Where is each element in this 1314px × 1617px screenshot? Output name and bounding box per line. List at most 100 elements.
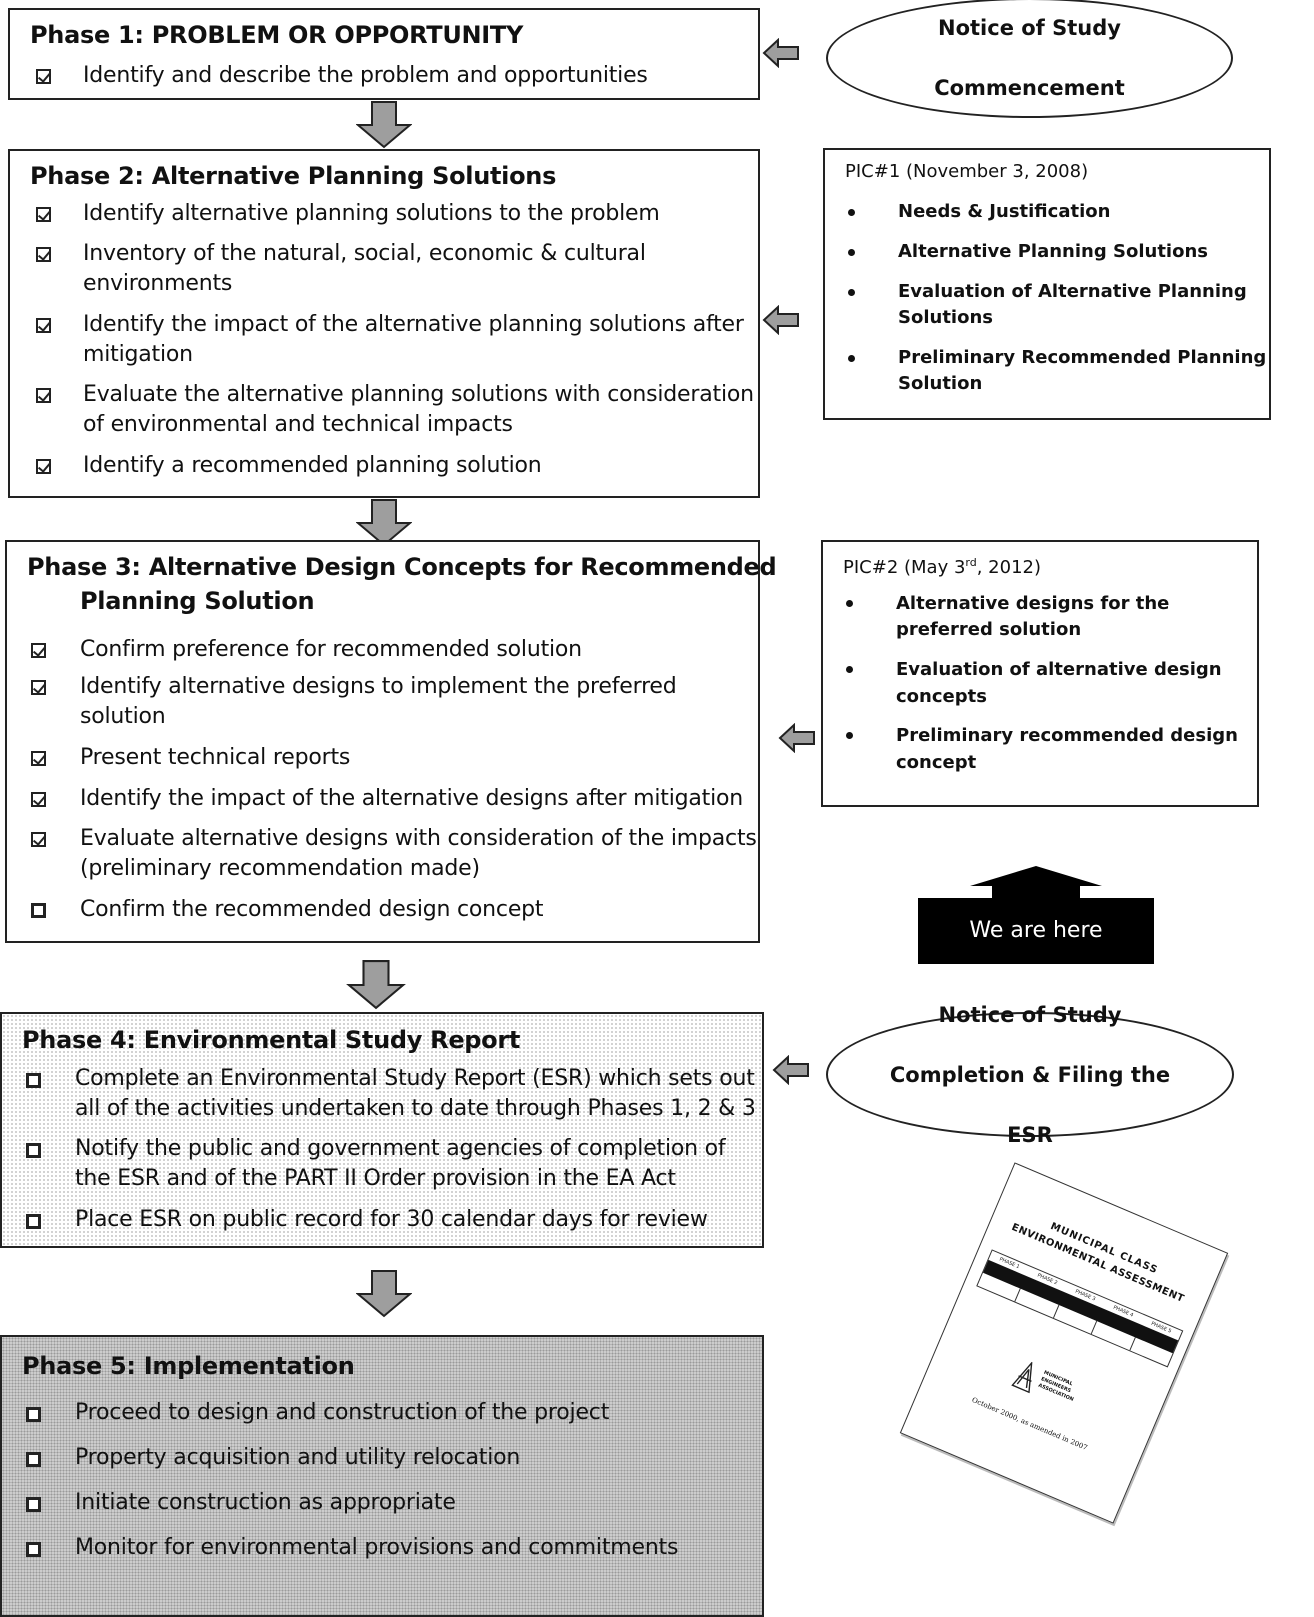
- pic-2-item: Preliminary recommended design: [896, 725, 1238, 746]
- phase-1-title: Phase 1: PROBLEM OR OPPORTUNITY: [30, 21, 524, 49]
- pic-2-item-cont: concept: [896, 752, 977, 773]
- phase-4-item-cont: all of the activities undertaken to date…: [75, 1096, 756, 1121]
- pic-1-title: PIC#1 (November 3, 2008): [845, 161, 1089, 182]
- phase-3-box: Phase 3: Alternative Design Concepts for…: [5, 540, 777, 943]
- checkbox-checked: [36, 207, 51, 222]
- notice-completion-line3: ESR: [1007, 1122, 1053, 1147]
- checkbox-unchecked: [26, 1143, 41, 1158]
- phase-4-title: Phase 4: Environmental Study Report: [22, 1026, 521, 1054]
- we-are-here-marker: We are here: [918, 866, 1154, 964]
- checkbox-checked: [31, 832, 46, 847]
- phase-4-item: Place ESR on public record for 30 calend…: [75, 1207, 708, 1232]
- phase-2-item: Identify a recommended planning solution: [83, 453, 542, 478]
- phase-2-item-cont: environments: [83, 271, 233, 296]
- phase-3-item: Identify the impact of the alternative d…: [80, 786, 744, 811]
- checkbox-checked: [36, 247, 51, 262]
- mea-logo-icon: [1011, 1360, 1033, 1394]
- bullet-icon: [848, 289, 855, 296]
- pic-2-item: Evaluation of alternative design: [896, 659, 1222, 680]
- checkbox-unchecked: [31, 903, 46, 918]
- notice-commencement-ellipse: Notice of Study Commencement: [826, 0, 1233, 118]
- phase-5-box: Phase 5: Implementation Proceed to desig…: [0, 1335, 764, 1617]
- phase-3-item: Present technical reports: [80, 745, 351, 770]
- pic-2-box: PIC#2 (May 3rd, 2012) Alternative design…: [821, 540, 1259, 807]
- notice-commencement-line1: Notice of Study: [938, 16, 1121, 40]
- pic-1-item: Evaluation of Alternative Planning: [898, 281, 1247, 302]
- phase-5-item: Property acquisition and utility relocat…: [75, 1445, 521, 1470]
- phase-3-item: Confirm the recommended design concept: [80, 897, 544, 922]
- pic-2-item-cont: concepts: [896, 686, 987, 707]
- class-ea-document-cover-image: MUNICIPAL CLASS ENVIRONMENTAL ASSESSMENT…: [899, 1162, 1229, 1524]
- phase-1-box: Phase 1: PROBLEM OR OPPORTUNITY Identify…: [8, 8, 760, 100]
- pic-1-item-cont: Solutions: [898, 307, 993, 328]
- phase-5-item: Initiate construction as appropriate: [75, 1490, 456, 1515]
- phase-5-item: Proceed to design and construction of th…: [75, 1400, 610, 1425]
- pic-2-item: Alternative designs for the: [896, 593, 1170, 614]
- checkbox-checked: [31, 751, 46, 766]
- bullet-icon: [846, 666, 853, 673]
- pic-2-title-sup: rd: [965, 556, 977, 569]
- phase-3-item-cont: (preliminary recommendation made): [80, 856, 480, 881]
- left-arrow-icon: [762, 305, 799, 335]
- phase-2-item: Evaluate the alternative planning soluti…: [83, 382, 754, 407]
- down-arrow-icon: [346, 960, 406, 1010]
- checkbox-unchecked: [26, 1452, 41, 1467]
- checkbox-unchecked: [26, 1407, 41, 1422]
- checkbox-unchecked: [26, 1214, 41, 1229]
- phase-3-item-cont: solution: [80, 704, 166, 729]
- pic-1-item: Preliminary Recommended Planning: [898, 347, 1267, 368]
- checkbox-checked: [36, 318, 51, 333]
- down-arrow-icon: [356, 1270, 412, 1318]
- phase-2-item: Inventory of the natural, social, econom…: [83, 241, 646, 266]
- phase-3-item: Evaluate alternative designs with consid…: [80, 826, 757, 851]
- bullet-icon: [848, 355, 855, 362]
- phase-2-box: Phase 2: Alternative Planning Solutions …: [8, 149, 760, 498]
- phase-2-item: Identify the impact of the alternative p…: [83, 312, 744, 337]
- notice-commencement-line2: Commencement: [934, 76, 1125, 100]
- mea-logo-text: MUNICIPAL ENGINEERS ASSOCIATION: [1037, 1370, 1080, 1404]
- phase-2-item-cont: mitigation: [83, 342, 193, 367]
- phase-3-title: Phase 3: Alternative Design Concepts for…: [27, 553, 777, 581]
- phase-4-box: Phase 4: Environmental Study Report Comp…: [0, 1012, 764, 1248]
- checkbox-unchecked: [26, 1542, 41, 1557]
- phase-5-item: Monitor for environmental provisions and…: [75, 1535, 679, 1560]
- phase-3-item: Confirm preference for recommended solut…: [80, 637, 582, 662]
- checkbox-checked: [31, 792, 46, 807]
- phase-2-item-cont: of environmental and technical impacts: [83, 412, 513, 437]
- phase-4-item-cont: the ESR and of the PART II Order provisi…: [75, 1166, 676, 1191]
- left-arrow-icon: [772, 1055, 809, 1085]
- phase-2-item: Identify alternative planning solutions …: [83, 201, 660, 226]
- checkbox-checked: [36, 459, 51, 474]
- pic-2-title: PIC#2 (May 3rd, 2012): [843, 550, 1041, 581]
- phase-2-title: Phase 2: Alternative Planning Solutions: [30, 162, 557, 190]
- phase-1-item: Identify and describe the problem and op…: [83, 63, 648, 88]
- down-arrow-icon: [356, 499, 412, 547]
- bullet-icon: [848, 249, 855, 256]
- pic-1-item: Alternative Planning Solutions: [898, 241, 1208, 262]
- notice-completion-ellipse: Notice of Study Completion & Filing the …: [826, 1003, 1234, 1147]
- we-are-here-label: We are here: [918, 898, 1154, 964]
- phase-3-title-cont: Planning Solution: [80, 587, 315, 615]
- checkbox-checked: [31, 680, 46, 695]
- notice-completion-line2: Completion & Filing the: [889, 1062, 1171, 1087]
- pic-2-title-pre: PIC#2 (May 3: [843, 557, 966, 578]
- left-arrow-icon: [762, 38, 799, 68]
- notice-completion-line1: Notice of Study: [938, 1002, 1122, 1027]
- pic-1-box: PIC#1 (November 3, 2008) Needs & Justifi…: [823, 148, 1271, 420]
- up-arrow-icon: [970, 866, 1102, 902]
- checkbox-unchecked: [26, 1073, 41, 1088]
- phase-4-item: Notify the public and government agencie…: [75, 1136, 726, 1161]
- pic-2-item-cont: preferred solution: [896, 619, 1082, 640]
- bullet-icon: [846, 732, 853, 739]
- checkbox-checked: [36, 69, 51, 84]
- phase-4-item: Complete an Environmental Study Report (…: [75, 1066, 755, 1091]
- pic-1-item-cont: Solution: [898, 373, 983, 394]
- bullet-icon: [846, 600, 853, 607]
- checkbox-checked: [31, 643, 46, 658]
- pic-1-item: Needs & Justification: [898, 201, 1111, 222]
- phase-3-item: Identify alternative designs to implemen…: [80, 674, 677, 699]
- left-arrow-icon: [778, 723, 815, 753]
- down-arrow-icon: [356, 101, 412, 149]
- bullet-icon: [848, 209, 855, 216]
- checkbox-unchecked: [26, 1497, 41, 1512]
